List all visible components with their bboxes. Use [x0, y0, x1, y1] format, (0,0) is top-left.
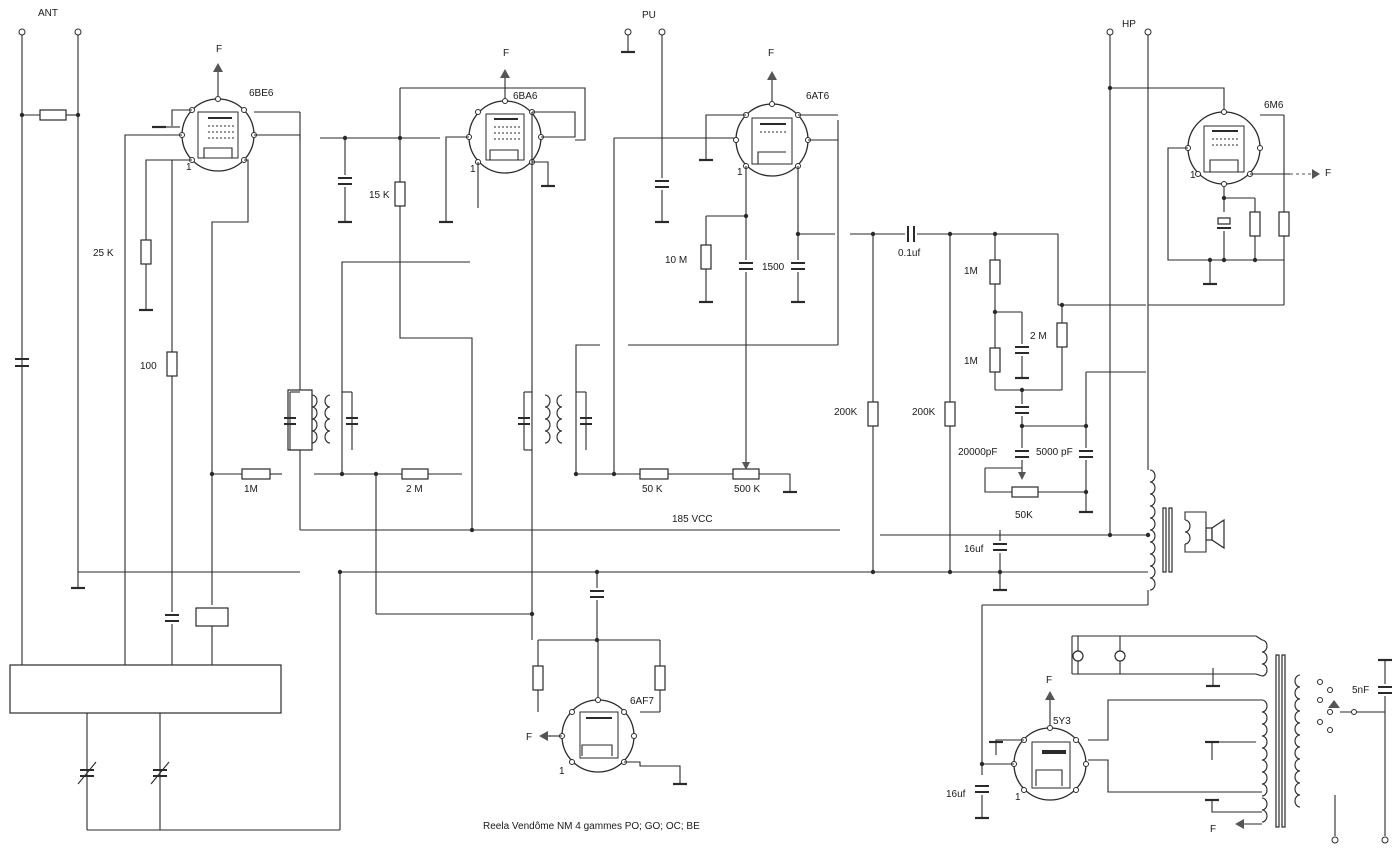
r-200k-a-label: 200K — [834, 407, 858, 418]
c-5nf-label: 5nF — [1352, 685, 1369, 696]
tube-6at6-label: 6AT6 — [806, 91, 830, 102]
pin-one-label-6: 1 — [1015, 792, 1021, 803]
c-20000pf-label: 20000pF — [958, 447, 997, 458]
c-5000pf-label: 5000 pF — [1036, 447, 1073, 458]
grid-network-6ba6 — [320, 87, 586, 530]
antenna-label: ANT — [38, 8, 58, 19]
pot-50k-label: 50K — [1015, 510, 1033, 521]
pin-one-label-4: 1 — [1190, 170, 1196, 181]
filament-label-1: F — [216, 44, 222, 55]
tube-5y3-label: 5Y3 — [1053, 716, 1071, 727]
supply-label: 185 VCC — [672, 514, 713, 525]
tube-5y3 — [975, 691, 1089, 820]
filament-label-7: F — [1210, 824, 1216, 835]
schematic-caption: Reela Vendôme NM 4 gammes PO; GO; OC; BE — [483, 821, 700, 832]
r-2m-b-label: 2 M — [1030, 331, 1047, 342]
speaker-label: HP — [1122, 19, 1136, 30]
filament-label-5: F — [526, 732, 532, 743]
r-50k-label: 50 K — [642, 484, 663, 495]
c-01uf-label: 0.1uf — [898, 248, 920, 259]
speaker-output — [981, 28, 1225, 775]
tuning-capacitors — [77, 572, 341, 831]
c-1500-label: 1500 — [762, 262, 785, 273]
r-2m-label: 2 M — [406, 484, 423, 495]
r-1m-b-label: 1M — [964, 356, 978, 367]
pickup-label: PU — [642, 10, 656, 21]
pin-one-label-3: 1 — [737, 167, 743, 178]
tube-6af7 — [532, 639, 687, 786]
filament-label-6: F — [1046, 675, 1052, 686]
filament-label-2: F — [503, 48, 509, 59]
antenna-section — [15, 28, 110, 665]
tube-6m6 — [1148, 87, 1320, 306]
tube-6be6-label: 6BE6 — [249, 88, 274, 99]
pin-one-label-2: 1 — [470, 164, 476, 175]
c-16uf-b-label: 16uf — [946, 789, 966, 800]
power-supply — [1071, 635, 1392, 844]
r-1m-a-label: 1M — [964, 266, 978, 277]
tube-6be6 — [152, 63, 257, 172]
tone-network — [850, 226, 1146, 572]
pin-one-label-5: 1 — [559, 766, 565, 777]
tube-6m6-label: 6M6 — [1264, 100, 1284, 111]
agc-line — [314, 137, 797, 615]
if-transformer-2 — [518, 120, 839, 640]
filament-label-4: F — [1325, 168, 1331, 179]
r-1m-label: 1M — [244, 484, 258, 495]
6at6-grid-network — [699, 215, 835, 470]
ht-lines — [110, 529, 1148, 640]
pickup-input — [621, 28, 669, 224]
r-25k-label: 25 K — [93, 248, 114, 259]
if-transformer-1 — [284, 261, 470, 530]
tube-6ba6 — [439, 69, 576, 390]
tube-6af7-label: 6AF7 — [630, 696, 654, 707]
pot-500k-label: 500 K — [734, 484, 760, 495]
r-10m-label: 10 M — [665, 255, 687, 266]
band-switch-box — [9, 664, 282, 714]
r-15k-label: 15 K — [369, 190, 390, 201]
c-16uf-a-label: 16uf — [964, 544, 984, 555]
r-200k-b-label: 200K — [912, 407, 936, 418]
junction-dots — [19, 85, 1258, 767]
wiring-6be6 — [124, 111, 301, 665]
r-100-label: 100 — [140, 361, 157, 372]
tube-6ba6-label: 6BA6 — [513, 91, 538, 102]
filament-label-3: F — [768, 48, 774, 59]
pin-one-label-1: 1 — [186, 162, 192, 173]
tube-6at6 — [699, 71, 838, 260]
